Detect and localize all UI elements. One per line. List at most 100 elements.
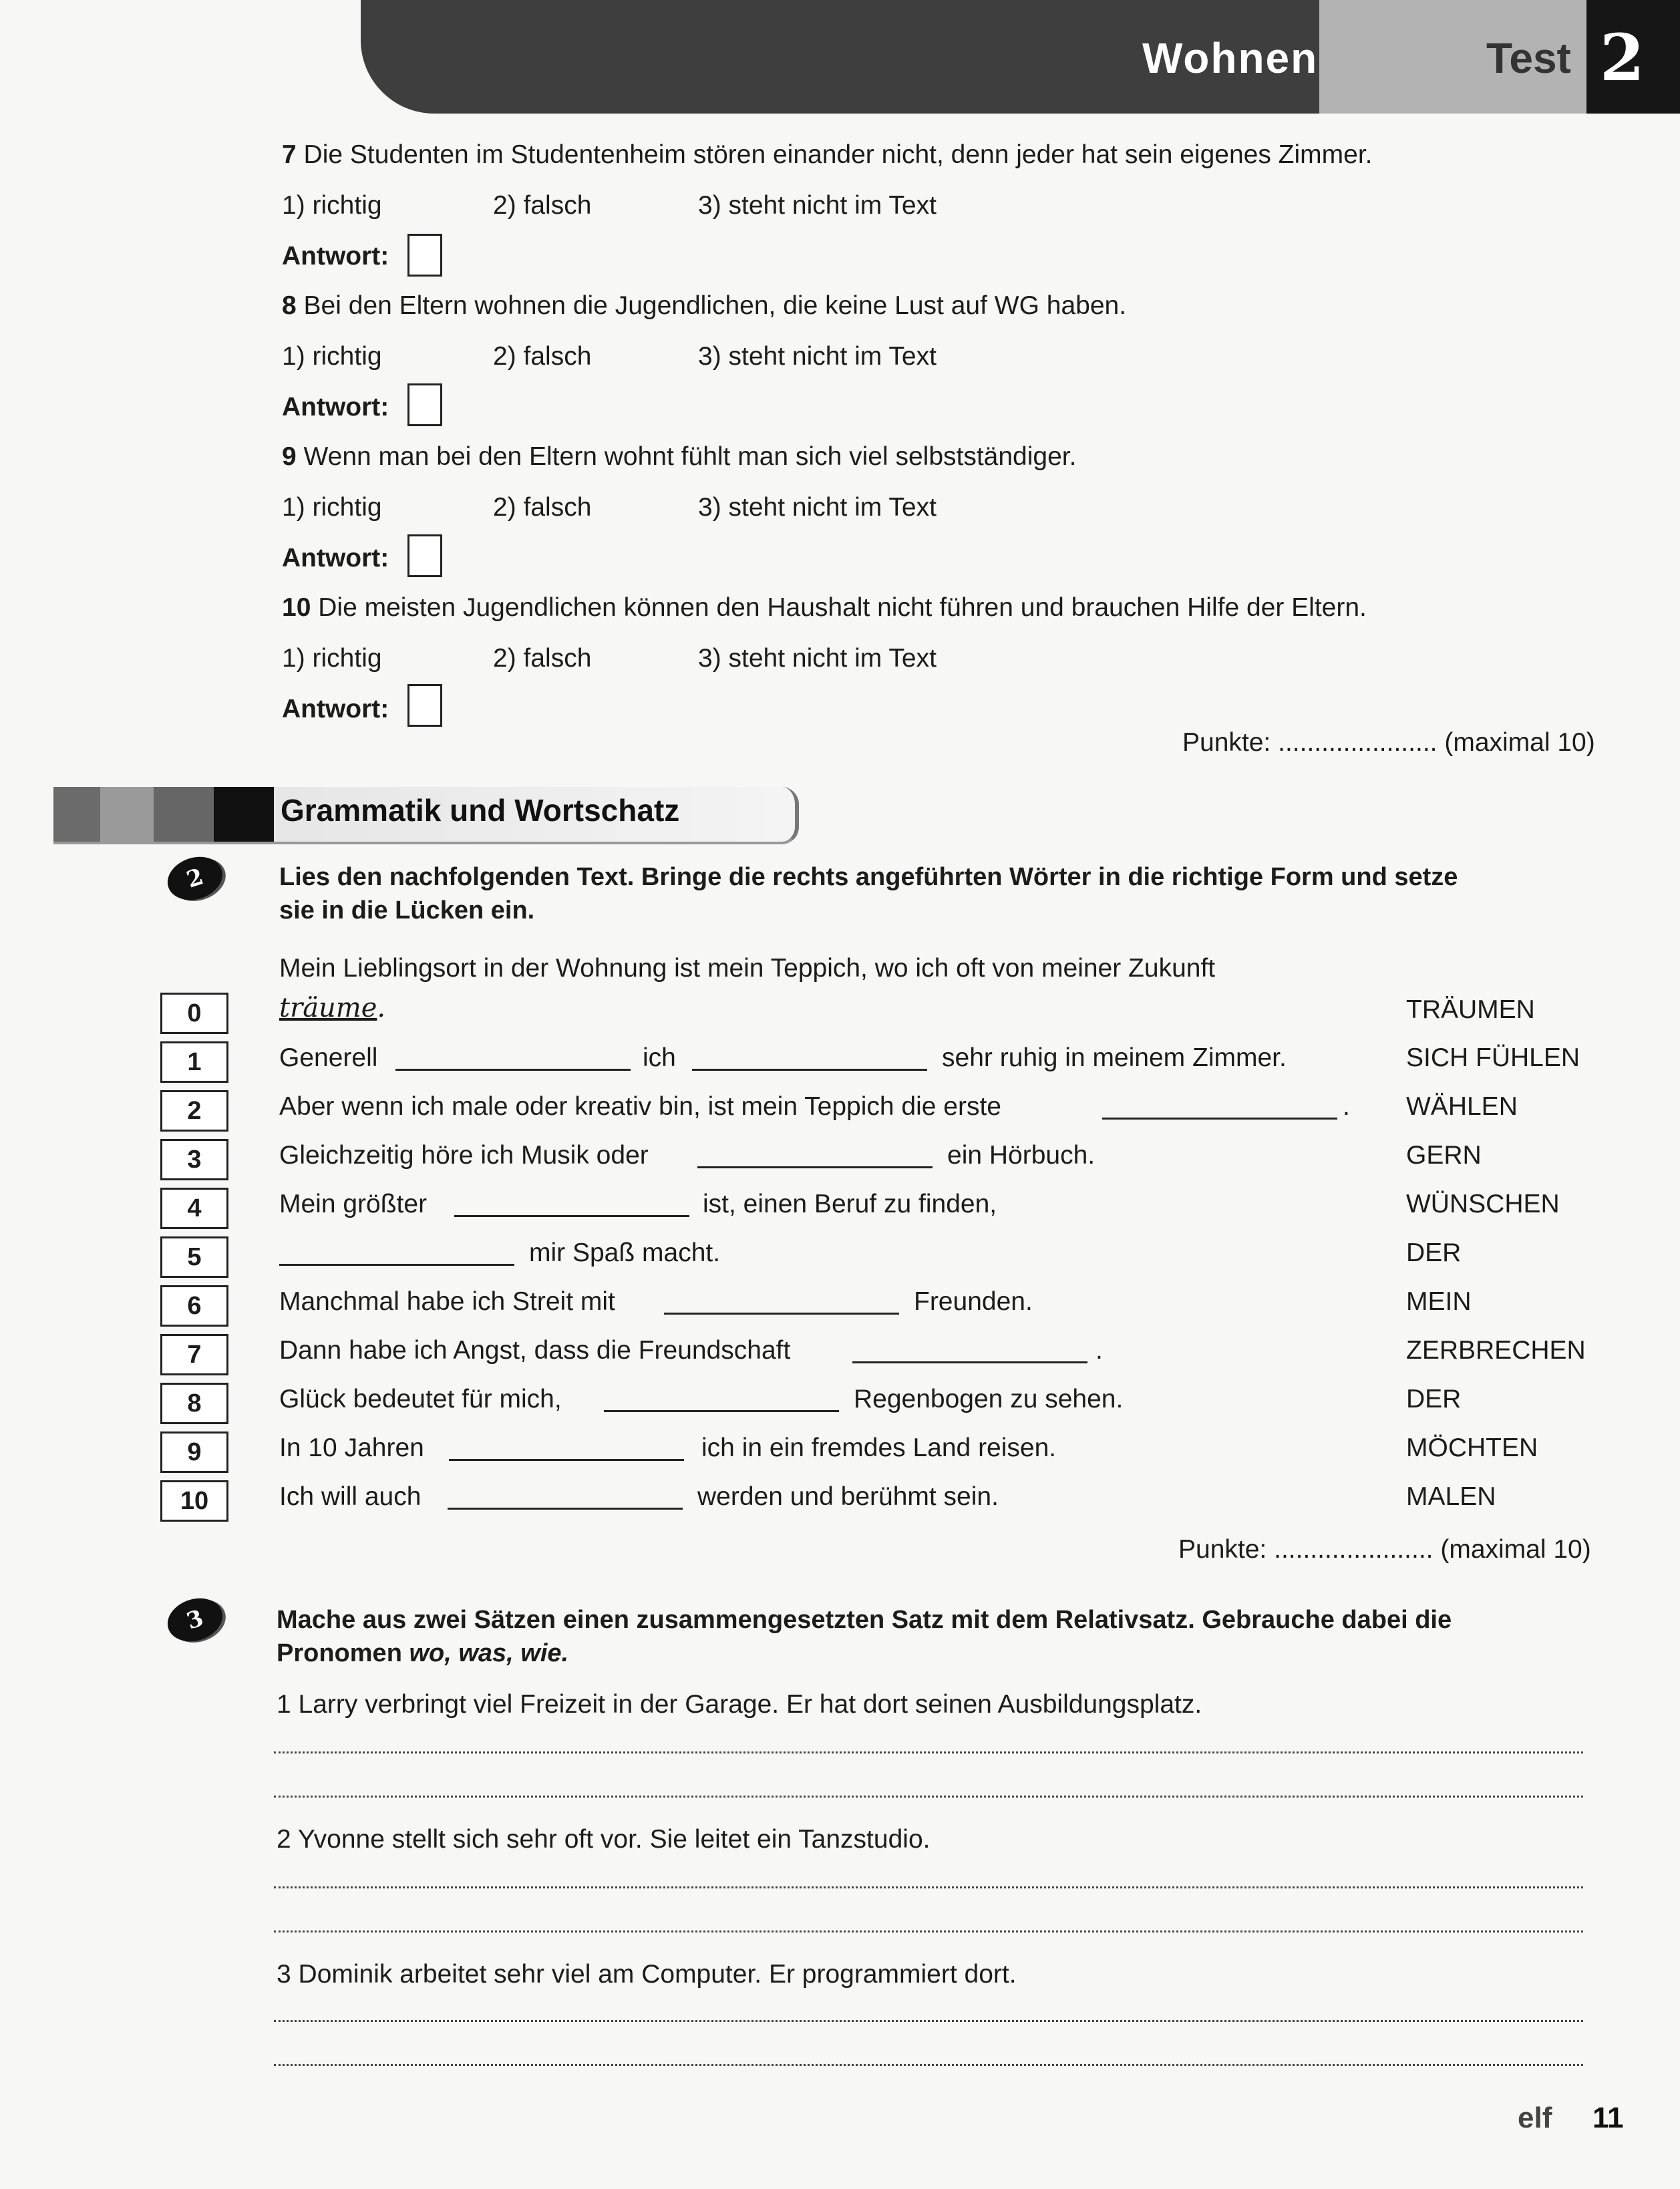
gap-blank[interactable] (604, 1410, 839, 1412)
option-richtig: 1) richtig (282, 191, 382, 220)
points-label: Punkte: (1182, 728, 1271, 757)
line-text: sehr ruhig in meinem Zimmer. (942, 1043, 1287, 1072)
line-text: . (1343, 1092, 1350, 1121)
option-steht-nicht: 3) steht nicht im Text (698, 191, 937, 220)
option-falsch: 2) falsch (493, 191, 592, 220)
base-word: MEIN (1406, 1287, 1472, 1316)
gap-blank[interactable] (664, 1313, 899, 1315)
answer-line[interactable] (274, 2020, 1583, 2022)
answer-box[interactable] (407, 684, 442, 727)
example-answer: träume (279, 993, 377, 1023)
option-falsch: 2) falsch (493, 342, 592, 371)
answer-line[interactable] (274, 1751, 1583, 1753)
gap-blank[interactable] (448, 1508, 683, 1510)
section-title: Grammatik und Wortschatz (281, 793, 680, 828)
question-text: Die Studenten im Studentenheim stören ei… (303, 140, 1373, 169)
gap-blank[interactable] (279, 1264, 514, 1266)
gap-blank[interactable] (697, 1166, 933, 1168)
gap-blank[interactable] (454, 1215, 689, 1217)
base-word: WÄHLEN (1406, 1092, 1518, 1121)
row-number-box: 10 (160, 1480, 228, 1522)
exercise-item: 1 Larry verbringt viel Freizeit in der G… (277, 1690, 1202, 1719)
points-max: (maximal 10) (1440, 1535, 1591, 1564)
answer-label: Antwort: (282, 242, 389, 271)
row-number-box: 8 (160, 1383, 228, 1424)
answer-box[interactable] (407, 234, 442, 277)
instruction-pronomen: Pronomen (277, 1639, 402, 1667)
answer-box[interactable] (407, 383, 442, 426)
task-badge: 3 (162, 1591, 228, 1649)
header-number-panel (1586, 0, 1680, 114)
task-badge: 2 (162, 850, 228, 907)
answer-line[interactable] (274, 1930, 1583, 1932)
row-number-box: 9 (160, 1432, 228, 1473)
base-word: SICH FÜHLEN (1406, 1043, 1580, 1072)
base-word: WÜNSCHEN (1406, 1190, 1560, 1218)
points-field[interactable]: ...................... (1278, 728, 1438, 757)
option-steht-nicht: 3) steht nicht im Text (698, 644, 937, 673)
points-line: Punkte: ...................... (maximal … (1178, 1535, 1591, 1564)
line-text: Regenbogen zu sehen. (854, 1385, 1124, 1413)
line-text: Freunden. (914, 1287, 1033, 1316)
section-header-bar (53, 787, 799, 844)
intro-text: Mein Lieblingsort in der Wohnung ist mei… (279, 954, 1216, 983)
answer-line[interactable] (274, 1796, 1583, 1798)
points-max: (maximal 10) (1444, 728, 1595, 757)
gap-blank[interactable] (395, 1069, 631, 1071)
gap-blank[interactable] (852, 1361, 1087, 1363)
task-instruction-cont: Pronomen wo, was, wie. (277, 1639, 568, 1668)
line-text: werden und berühmt sein. (697, 1482, 999, 1511)
gap-blank[interactable] (692, 1069, 927, 1071)
points-field[interactable]: ...................... (1274, 1535, 1434, 1564)
row-number-box: 1 (160, 1041, 228, 1083)
question-number: 7 (282, 140, 297, 169)
exercise-item: 2 Yvonne stellt sich sehr oft vor. Sie l… (277, 1825, 931, 1854)
question-number: 10 (282, 593, 311, 622)
base-word: DER (1406, 1238, 1462, 1267)
line-text: Mein größter (279, 1190, 428, 1218)
answer-line[interactable] (274, 1886, 1583, 1888)
line-text: ein Hörbuch. (947, 1141, 1096, 1170)
row-number-box: 5 (160, 1236, 228, 1278)
line-text: Dann habe ich Angst, dass die Freundscha… (279, 1336, 791, 1365)
gap-blank[interactable] (449, 1459, 684, 1461)
answer-line[interactable] (274, 2064, 1583, 2066)
row-number-box: 3 (160, 1139, 228, 1180)
question-text: Bei den Eltern wohnen die Jugendlichen, … (303, 291, 1127, 320)
answer-label: Antwort: (282, 544, 389, 572)
exercise-item: 3 Dominik arbeitet sehr viel am Computer… (277, 1960, 1017, 1989)
base-word: MÖCHTEN (1406, 1434, 1538, 1462)
test-label: Test (1486, 34, 1571, 82)
base-word: GERN (1406, 1141, 1482, 1170)
option-steht-nicht: 3) steht nicht im Text (698, 493, 937, 522)
line-text: ist, einen Beruf zu finden, (703, 1190, 997, 1218)
line-text: Gleichzeitig höre ich Musik oder (279, 1141, 649, 1170)
task-instruction: Lies den nachfolgenden Text. Bringe die … (279, 863, 1458, 891)
answer-box[interactable] (407, 534, 442, 577)
gap-blank[interactable] (1102, 1118, 1337, 1120)
example-answer-line: träume. (279, 993, 385, 1023)
line-text: mir Spaß macht. (529, 1238, 721, 1267)
option-steht-nicht: 3) steht nicht im Text (698, 342, 937, 371)
points-line: Punkte: ...................... (maximal … (1182, 728, 1595, 757)
task-instruction: Mache aus zwei Sätzen einen zusammengese… (277, 1606, 1452, 1634)
example-period: . (377, 993, 386, 1023)
answer-label: Antwort: (282, 393, 389, 422)
line-text: . (1096, 1336, 1103, 1365)
line-text: ich (643, 1043, 676, 1072)
base-word: TRÄUMEN (1406, 995, 1535, 1024)
row-number-box: 7 (160, 1334, 228, 1375)
base-word: DER (1406, 1385, 1462, 1413)
option-richtig: 1) richtig (282, 493, 382, 522)
line-text: ich in ein fremdes Land reisen. (701, 1434, 1057, 1462)
base-word: ZERBRECHEN (1406, 1336, 1586, 1365)
page-word: elf (1518, 2101, 1552, 2134)
chapter-title: Wohnen (1142, 34, 1319, 82)
option-falsch: 2) falsch (493, 493, 592, 522)
line-text: Manchmal habe ich Streit mit (279, 1287, 615, 1316)
answer-label: Antwort: (282, 695, 389, 723)
question-text: Die meisten Jugendlichen können den Haus… (318, 593, 1367, 622)
line-text: Glück bedeutet für mich, (279, 1385, 562, 1413)
question-number: 9 (282, 442, 297, 471)
instruction-pronouns: wo, was, wie. (409, 1639, 569, 1667)
